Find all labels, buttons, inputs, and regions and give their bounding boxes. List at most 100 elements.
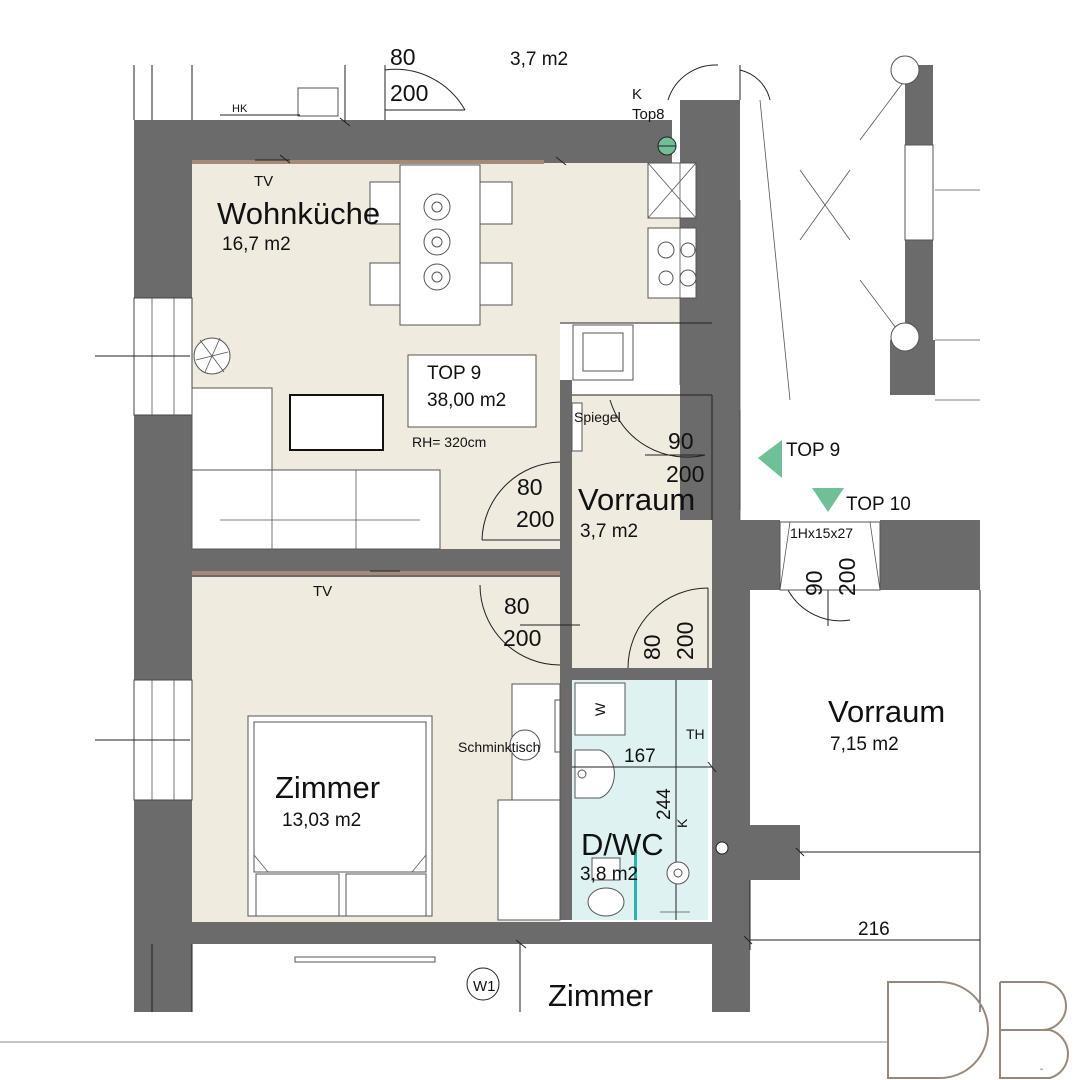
hk-label: HK	[232, 103, 248, 115]
washbasin	[574, 749, 615, 799]
wall	[880, 520, 980, 590]
wall	[560, 380, 572, 680]
tv-bottom	[294, 956, 436, 963]
top8-label: Top8	[632, 106, 665, 123]
top9-marker-icon	[758, 440, 782, 478]
top9-marker-label: TOP 9	[786, 440, 840, 461]
wall	[572, 668, 712, 680]
door-swings	[479, 399, 851, 669]
annotations: TV TV Spiegel Schminktisch W TH K W1 TOP…	[254, 173, 911, 995]
tv-bar-2	[192, 571, 560, 575]
sofa	[191, 469, 441, 550]
sink-top	[297, 87, 339, 117]
db-logo: DB	[887, 981, 1069, 1079]
stair-corridor	[739, 55, 980, 591]
sofa-seat	[191, 387, 273, 471]
mirror	[571, 402, 583, 452]
vorraum-top10-area: 7,15 m2	[830, 734, 899, 755]
right-width-dim: 216	[858, 919, 890, 940]
tv-bar-1	[192, 160, 544, 164]
vorraum-top10-name: Vorraum	[828, 694, 945, 729]
coffee-table	[289, 394, 384, 451]
wall	[134, 415, 192, 680]
washer	[574, 682, 626, 736]
tv-label-2: TV	[313, 583, 332, 600]
zimmer-bottom-name: Zimmer	[548, 978, 653, 1013]
top9-title: TOP 9	[427, 363, 481, 384]
w1-marker	[466, 967, 500, 1001]
room-labels: Wohnküche 16,7 m2 Zimmer 13,03 m2 Vorrau…	[217, 196, 945, 1013]
zimmer-door-width: 80	[504, 593, 530, 619]
top9-area: 38,00 m2	[427, 390, 506, 411]
vorraum-name: Vorraum	[578, 482, 695, 517]
cut-door-height: 200	[390, 80, 428, 106]
chair	[479, 181, 513, 225]
tv-label-1: TV	[254, 173, 273, 190]
k-top8-label: K	[632, 86, 642, 103]
living-furniture	[191, 337, 537, 550]
top10-door-width: 90	[801, 570, 827, 596]
w1-label: W1	[473, 978, 496, 995]
k-bath-label: K	[674, 818, 690, 828]
wall	[712, 950, 750, 1012]
th-label: TH	[686, 726, 705, 742]
top9-room-height: RH= 320cm	[412, 434, 486, 450]
top10-marker-label: TOP 10	[846, 494, 911, 515]
exterior-windows	[95, 65, 193, 1012]
stair-landing	[779, 521, 881, 591]
walls	[134, 65, 980, 1012]
entry-door-height: 200	[666, 461, 704, 487]
zimmer-name: Zimmer	[275, 770, 380, 805]
upper-unit-cut: HK 80 200 3,7 m2 K Top8	[220, 44, 771, 156]
w-label: W	[592, 702, 608, 716]
door-dimensions: 90 200 80 200 80 200 80 200 90 200	[503, 428, 860, 660]
wardrobe	[497, 799, 561, 921]
wall	[192, 120, 672, 163]
pillow	[255, 873, 340, 917]
kitchen-unit	[560, 162, 712, 385]
wall	[750, 825, 800, 880]
zimmer-door-height: 200	[503, 625, 541, 651]
top10-door-height: 200	[834, 558, 860, 596]
vanity-stool	[509, 729, 541, 761]
dwc-name: D/WC	[581, 827, 664, 862]
wall	[750, 520, 780, 590]
bathroom-fixtures	[572, 680, 729, 920]
chair	[479, 262, 513, 306]
wall	[192, 922, 750, 944]
wall	[134, 163, 192, 298]
pillow	[345, 873, 427, 917]
dwc-area: 3,8 m2	[580, 864, 638, 885]
kitchen-door-height: 200	[516, 506, 554, 532]
dimension-ticks	[279, 117, 805, 949]
wall	[712, 520, 750, 950]
dining-table	[399, 164, 481, 326]
bedroom-furniture	[247, 683, 561, 921]
bath-length-dim: 244	[654, 788, 675, 820]
wohnkueche-area: 16,7 m2	[222, 234, 291, 255]
spiegel-label: Spiegel	[574, 409, 621, 425]
wall	[134, 120, 192, 168]
top10-marker-icon	[812, 488, 844, 512]
toilet	[587, 887, 625, 917]
cut-room-area: 3,7 m2	[510, 49, 568, 70]
window-right	[904, 144, 934, 241]
schminktisch-label: Schminktisch	[458, 739, 540, 755]
dining-set	[369, 164, 513, 326]
top9-info-box	[407, 354, 537, 428]
shower-glass	[634, 850, 637, 920]
chair	[369, 262, 401, 306]
bath-width-dim: 167	[624, 746, 656, 767]
k-outlet	[715, 841, 729, 855]
lower-room-cut	[191, 944, 521, 1012]
zimmer-area: 13,03 m2	[282, 810, 361, 831]
chair	[369, 181, 401, 225]
stair-label: 1Hx15x27	[790, 525, 853, 541]
wohnkueche-name: Wohnküche	[217, 196, 380, 231]
kitchen-door-width: 80	[517, 474, 543, 500]
column	[890, 55, 920, 85]
cut-door-width: 80	[390, 44, 416, 70]
entry-door-width: 90	[668, 428, 694, 454]
